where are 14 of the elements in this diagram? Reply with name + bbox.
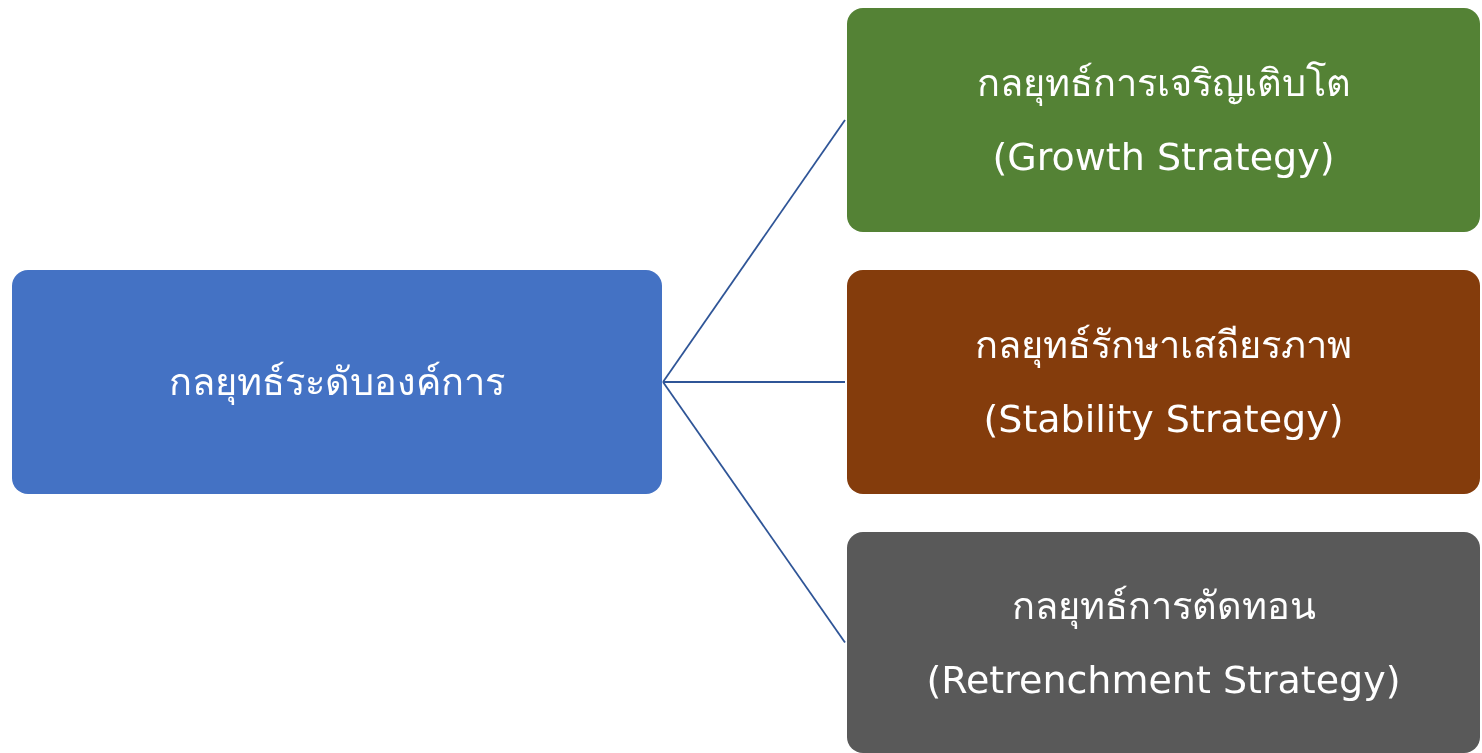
- connector-line: [662, 119, 846, 383]
- process-box: [847, 8, 1480, 232]
- process-box: [847, 270, 1480, 494]
- box-subtitle: (Stability Strategy): [983, 396, 1344, 443]
- box-title: กลยุทธ์รักษาเสถียรภาพ: [975, 322, 1352, 370]
- process-box: [847, 532, 1480, 753]
- process-box: [12, 270, 662, 494]
- box-title: กลยุทธ์การตัดทอน: [1011, 582, 1316, 631]
- box-subtitle: (Growth Strategy): [992, 134, 1335, 181]
- connector-line: [662, 381, 846, 644]
- box-title: กลยุทธ์ระดับองค์การ: [169, 359, 505, 407]
- box-subtitle: (Retrenchment Strategy): [926, 656, 1401, 704]
- box-title: กลยุทธ์การเจริญเติบโต: [976, 60, 1351, 108]
- connector-line: [662, 381, 846, 383]
